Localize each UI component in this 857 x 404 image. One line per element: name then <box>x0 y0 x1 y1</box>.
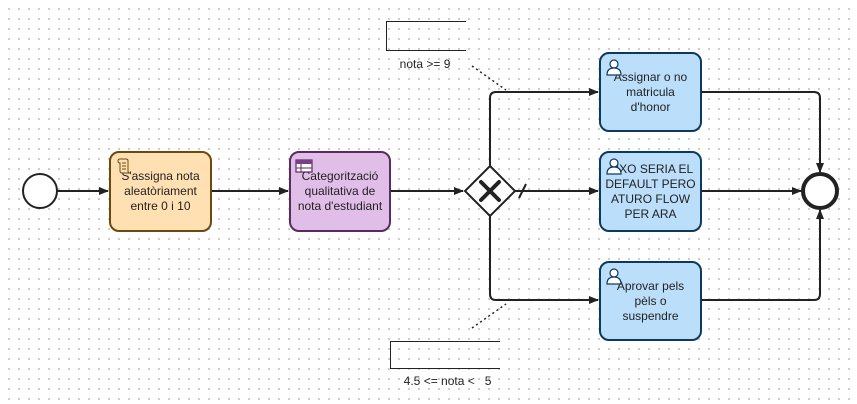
user-icon <box>606 158 622 175</box>
task-honor[interactable]: Assignar o no matricula d'honor <box>599 52 702 132</box>
script-icon <box>117 158 131 174</box>
business-rule-icon <box>295 159 313 173</box>
flow-gateway-to-honor[interactable] <box>489 88 599 166</box>
flow-gateway-to-approve[interactable] <box>489 216 599 304</box>
annotation-text: 4.5 <= nota < 5 <box>403 374 492 388</box>
association-top <box>471 65 507 91</box>
annotation-bottom[interactable]: 4.5 <= nota < 5 <box>390 341 500 388</box>
x-gateway-icon <box>479 180 501 202</box>
annotation-top[interactable]: nota >= 9 <box>386 21 466 71</box>
task-label: AIXO SERIA EL DEFAULT PERO ATURO FLOW PE… <box>605 161 696 221</box>
task-label: Assignar o no matricula d'honor <box>613 69 688 114</box>
default-flow-marker <box>518 183 527 199</box>
user-icon <box>606 268 622 285</box>
association-bottom <box>471 303 507 329</box>
flow-honor-to-end[interactable] <box>702 91 824 173</box>
task-label: S'assigna nota aleatòriament entre 0 i 1… <box>121 169 200 213</box>
task-label: Aprovar pels pèls o suspendre <box>616 278 685 323</box>
task-categorize[interactable]: Categorització qualitativa de nota d'est… <box>289 151 391 232</box>
task-assign-grade[interactable]: S'assigna nota aleatòriament entre 0 i 1… <box>109 151 212 232</box>
end-event[interactable] <box>801 172 839 210</box>
task-approve[interactable]: Aprovar pels pèls o suspendre <box>599 261 702 341</box>
flow-approve-to-end[interactable] <box>702 209 824 301</box>
exclusive-gateway[interactable] <box>463 164 517 218</box>
task-label: Categorització qualitativa de nota d'est… <box>297 169 383 213</box>
task-default[interactable]: AIXO SERIA EL DEFAULT PERO ATURO FLOW PE… <box>599 151 702 232</box>
user-icon <box>606 59 622 76</box>
annotation-text: nota >= 9 <box>399 57 451 71</box>
start-event[interactable] <box>22 173 58 209</box>
